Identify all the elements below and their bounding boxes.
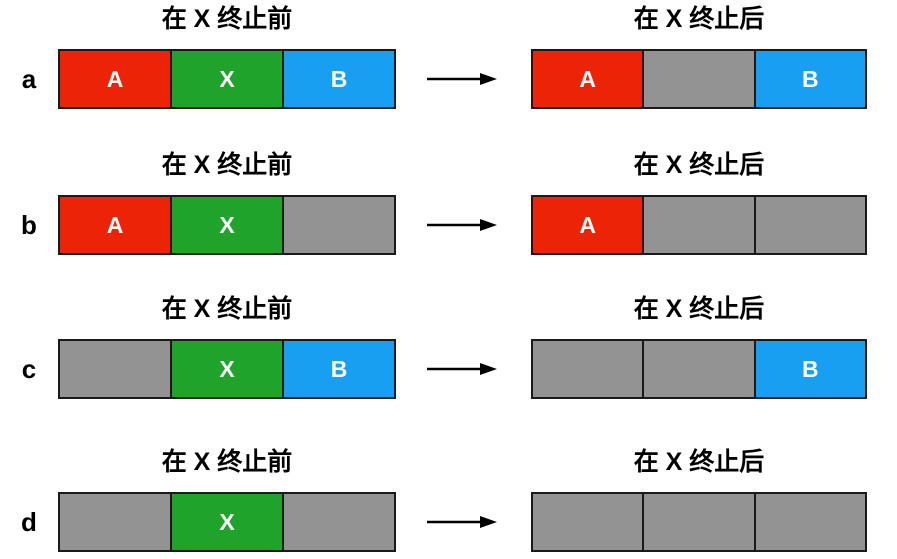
bar-segment bbox=[533, 494, 643, 550]
arrow-right-icon bbox=[427, 72, 498, 86]
memory-bar-after: A B bbox=[531, 49, 867, 109]
bar-segment bbox=[753, 197, 865, 253]
bar-segment: B bbox=[282, 341, 394, 397]
bar-segment bbox=[60, 341, 170, 397]
before-title: 在 X 终止前 bbox=[161, 151, 293, 179]
arrow-right-icon bbox=[427, 218, 498, 232]
bar-segment: A bbox=[533, 51, 643, 107]
arrow-right-icon bbox=[427, 515, 498, 529]
memory-bar-before: A X B bbox=[58, 49, 396, 109]
before-group-c: 在 X 终止前 X B bbox=[58, 294, 396, 399]
before-title: 在 X 终止前 bbox=[161, 295, 293, 323]
bar-segment: X bbox=[170, 494, 282, 550]
bar-segment: A bbox=[533, 197, 643, 253]
before-group-a: 在 X 终止前 A X B bbox=[58, 4, 396, 109]
bar-segment: B bbox=[753, 341, 865, 397]
memory-bar-after bbox=[531, 492, 867, 552]
bar-segment: B bbox=[282, 51, 394, 107]
bar-segment bbox=[642, 494, 754, 550]
bar-segment bbox=[642, 341, 754, 397]
bar-segment bbox=[282, 197, 394, 253]
before-title: 在 X 终止前 bbox=[161, 448, 293, 476]
bar-segment bbox=[642, 51, 754, 107]
after-group-b: 在 X 终止后 A bbox=[531, 150, 867, 255]
before-group-d: 在 X 终止前 X bbox=[58, 447, 396, 552]
memory-bar-after: B bbox=[531, 339, 867, 399]
row-label-b: b bbox=[21, 210, 37, 240]
bar-segment: B bbox=[753, 51, 865, 107]
before-group-b: 在 X 终止前 A X bbox=[58, 150, 396, 255]
memory-bar-before: X bbox=[58, 492, 396, 552]
after-title: 在 X 终止后 bbox=[633, 295, 765, 323]
bar-segment: X bbox=[170, 341, 282, 397]
memory-bar-before: X B bbox=[58, 339, 396, 399]
row-b: b 在 X 终止前 A X 在 X 终止后 A bbox=[0, 150, 897, 290]
bar-segment: X bbox=[170, 51, 282, 107]
after-title: 在 X 终止后 bbox=[633, 151, 765, 179]
after-title: 在 X 终止后 bbox=[633, 448, 765, 476]
bar-segment bbox=[60, 494, 170, 550]
row-d: d 在 X 终止前 X 在 X 终止后 bbox=[0, 447, 897, 559]
bar-segment bbox=[282, 494, 394, 550]
row-label-c: c bbox=[21, 354, 37, 384]
row-c: c 在 X 终止前 X B 在 X 终止后 B bbox=[0, 294, 897, 434]
row-label-a: a bbox=[21, 64, 37, 94]
before-title: 在 X 终止前 bbox=[161, 5, 293, 33]
bar-segment: A bbox=[60, 197, 170, 253]
bar-segment: X bbox=[170, 197, 282, 253]
after-title: 在 X 终止后 bbox=[633, 5, 765, 33]
row-a: a 在 X 终止前 A X B 在 X 终止后 A B bbox=[0, 4, 897, 144]
arrow-right-icon bbox=[427, 362, 498, 376]
memory-bar-before: A X bbox=[58, 195, 396, 255]
row-label-d: d bbox=[21, 507, 37, 537]
memory-bar-after: A bbox=[531, 195, 867, 255]
after-group-a: 在 X 终止后 A B bbox=[531, 4, 867, 109]
after-group-c: 在 X 终止后 B bbox=[531, 294, 867, 399]
bar-segment: A bbox=[60, 51, 170, 107]
after-group-d: 在 X 终止后 bbox=[531, 447, 867, 552]
bar-segment bbox=[642, 197, 754, 253]
bar-segment bbox=[753, 494, 865, 550]
bar-segment bbox=[533, 341, 643, 397]
